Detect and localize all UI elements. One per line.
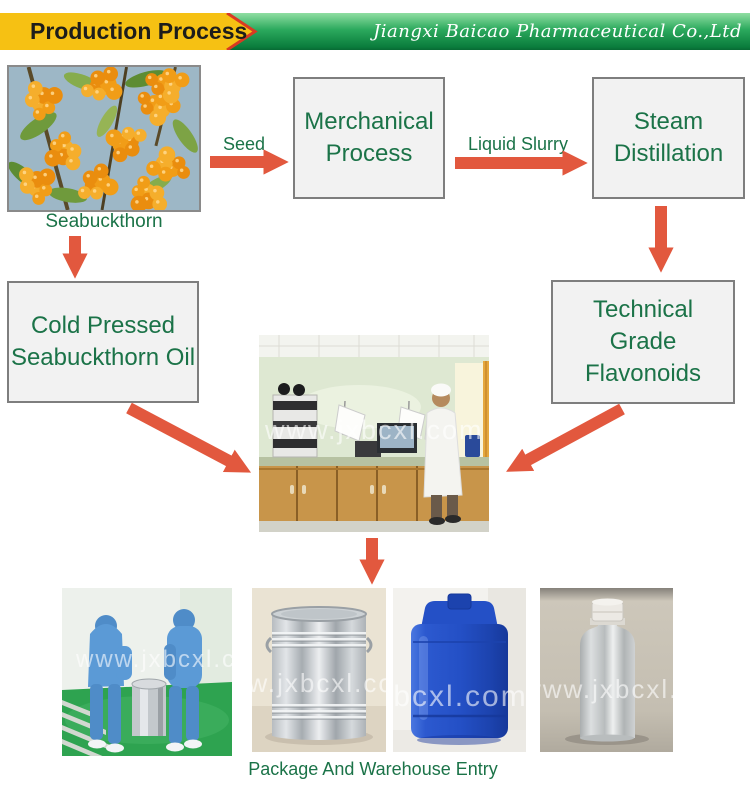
box-line: Distillation (613, 140, 724, 167)
jerrycan-illustration (393, 588, 526, 752)
cleanroom-workers-photo: www.jxbcxl.com (62, 588, 232, 756)
aluminum-bottle-photo: www.jxbcxl.com (540, 588, 673, 752)
technical-to-lab-arrow (506, 403, 625, 472)
ribbon-arrow-shape (0, 13, 258, 50)
box-line: Grade (609, 328, 677, 355)
technical-grade-flavonoids-box: Technical Grade Flavonoids (551, 280, 735, 404)
company-name: Jiangxi Baicao Pharmaceutical Co.,Ltd (373, 21, 742, 42)
packaging-caption: Package And Warehouse Entry (248, 759, 498, 779)
blue-jerrycan-photo: www.jxbcxl.com (393, 588, 526, 752)
coldpressed-to-lab-arrow (126, 402, 252, 473)
laboratory-photo: www.jxbcxl.com (259, 335, 489, 532)
berries-cluster (19, 67, 190, 210)
seabuckthorn-label: Seabuckthorn (45, 211, 163, 232)
seabuckthorn-berries-illustration (9, 67, 199, 210)
box-line: Seabuckthorn Oil (10, 344, 196, 371)
box-line: Steam (633, 108, 704, 135)
cleanroom-illustration (62, 588, 232, 756)
seabuckthorn-photo (7, 65, 201, 212)
aluminum-bottle-illustration (540, 588, 673, 752)
box-line: Cold Pressed (30, 312, 176, 339)
steel-drum-illustration (252, 588, 386, 752)
box-line: Technical (592, 296, 694, 323)
cold-pressed-oil-box: Cold Pressed Seabuckthorn Oil (7, 281, 199, 403)
steel-drum-photo: www.jxbcxl.com (252, 588, 386, 752)
header-title-ribbon: Production Process (0, 13, 258, 50)
page-title: Production Process (30, 18, 248, 44)
box-line: Process (325, 140, 413, 167)
seed-label: Seed (222, 134, 266, 154)
laboratory-illustration (259, 335, 489, 532)
mechanical-process-box: Merchanical Process (293, 77, 445, 199)
steam-distillation-box: Steam Distillation (592, 77, 745, 199)
box-line: Merchanical (304, 108, 434, 135)
box-line: Flavonoids (584, 360, 702, 387)
liquid-slurry-label: Liquid Slurry (467, 134, 569, 154)
